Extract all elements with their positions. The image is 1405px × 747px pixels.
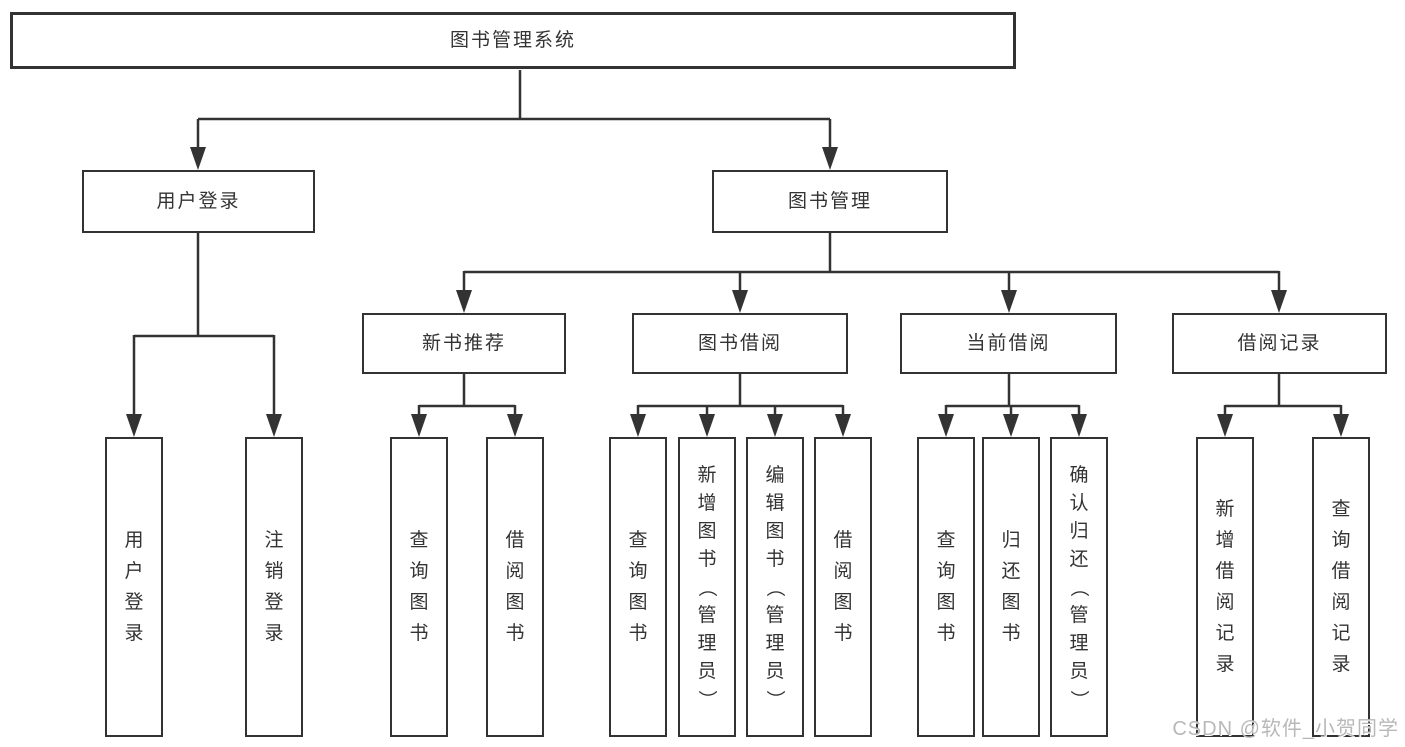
leaf-query-books-current: 查询图书 (917, 437, 975, 737)
node-label: 图书管理系统 (449, 30, 576, 51)
leaf-borrow-books-borrowing: 借阅图书 (814, 437, 872, 737)
node-new-book-recommendation: 新书推荐 (362, 313, 566, 374)
edge-user-login-to-leaves (126, 233, 282, 437)
node-book-borrowing: 图书借阅 (632, 313, 848, 374)
node-book-management: 图书管理 (712, 170, 948, 233)
csdn-watermark: CSDN @软件_小贺同学 (1172, 718, 1399, 740)
node-label: 用户登录 (156, 191, 241, 212)
edge-root-to-level2 (190, 70, 838, 170)
node-label: 借阅记录 (1237, 333, 1322, 354)
leaf-add-books-admin: 新增图书（管理员） (678, 437, 736, 737)
edge-borrow-to-leaves (630, 374, 851, 437)
node-library-management-system: 图书管理系统 (10, 12, 1016, 69)
leaf-add-borrow-record: 新增借阅记录 (1196, 437, 1254, 737)
node-label: 图书借阅 (697, 333, 782, 354)
leaf-query-books-borrowing: 查询图书 (609, 437, 667, 737)
edge-current-to-leaves (938, 374, 1087, 437)
leaf-borrow-books-recommend: 借阅图书 (486, 437, 544, 737)
node-user-login: 用户登录 (82, 170, 315, 233)
leaf-query-borrow-record: 查询借阅记录 (1312, 437, 1370, 737)
edge-records-to-leaves (1217, 374, 1349, 437)
edge-new-rec-to-leaves (411, 374, 523, 437)
leaf-return-books: 归还图书 (982, 437, 1040, 737)
edge-book-mgmt-to-level3 (456, 233, 1287, 313)
leaf-edit-books-admin: 编辑图书（管理员） (746, 437, 804, 737)
leaf-query-books-recommend: 查询图书 (390, 437, 448, 737)
node-current-borrowing: 当前借阅 (900, 313, 1117, 374)
node-label: 图书管理 (787, 191, 872, 212)
leaf-confirm-return-admin: 确认归还（管理员） (1050, 437, 1108, 737)
node-borrowing-records: 借阅记录 (1172, 313, 1387, 374)
node-label: 当前借阅 (966, 333, 1051, 354)
leaf-logout-login: 注销登录 (245, 437, 303, 737)
node-label: 新书推荐 (421, 333, 506, 354)
leaf-user-login: 用户登录 (105, 437, 163, 737)
